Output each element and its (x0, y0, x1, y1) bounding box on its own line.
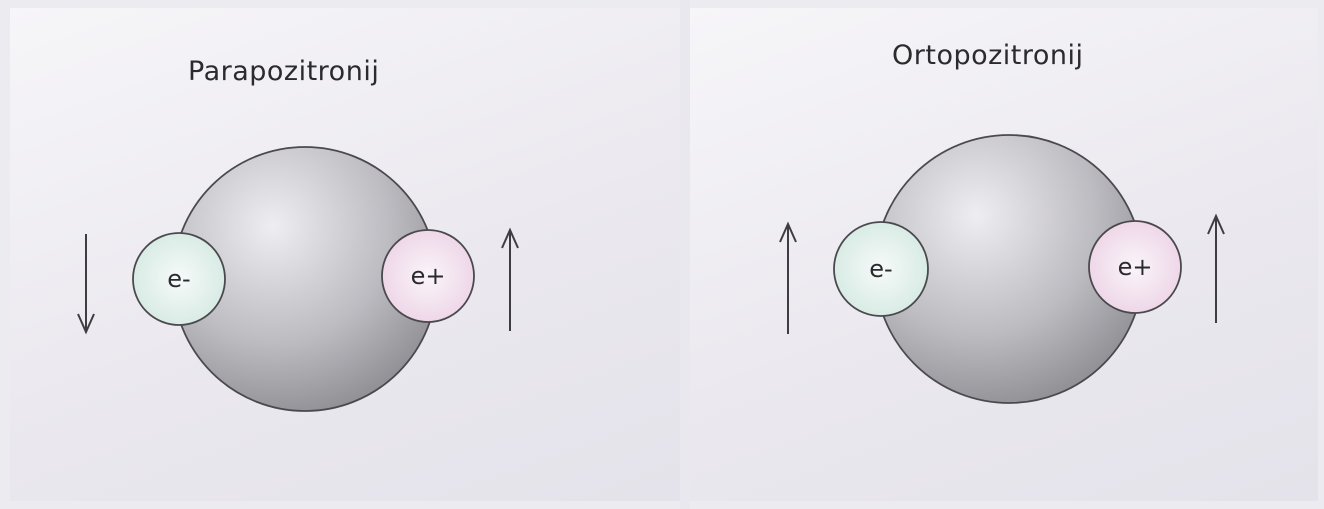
parapositronium-title: Parapozitronij (188, 56, 380, 87)
parapositronium-electron-label: e- (167, 265, 190, 293)
parapositronium-positron (381, 229, 475, 323)
arrow-up-icon (1207, 213, 1225, 235)
panel-divider (680, 0, 690, 509)
orthopositronium-electron (833, 221, 929, 317)
parapositronium-electron (132, 232, 226, 326)
orthopositronium-positron (1088, 220, 1182, 314)
arrow-up-icon (501, 227, 519, 249)
arrow-down-icon (77, 313, 95, 335)
orthopositronium-positron-label: e+ (1118, 253, 1153, 281)
orthopositronium-title: Ortopozitronij (892, 40, 1084, 71)
parapositronium-positron-label: e+ (411, 262, 446, 290)
arrow-up-icon (779, 221, 797, 243)
parapositronium-group: e- e+ (77, 146, 519, 412)
orthopositronium-electron-label: e- (869, 255, 892, 283)
orthopositronium-group: e- e+ (779, 134, 1225, 404)
